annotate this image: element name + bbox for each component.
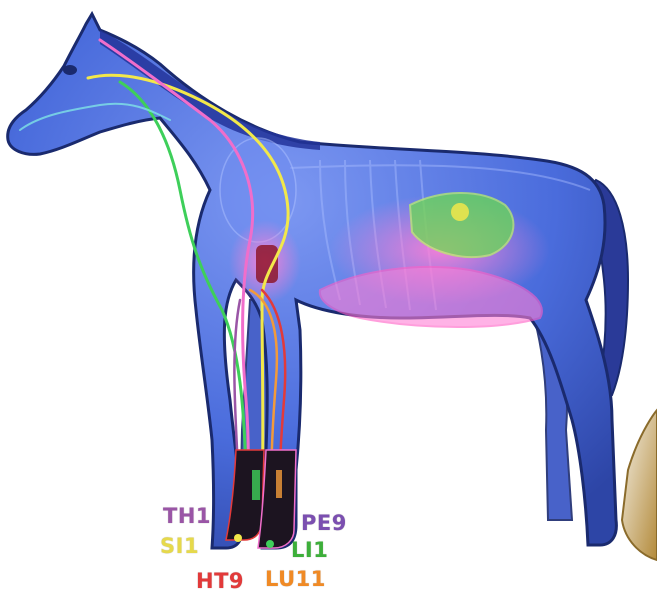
label-lu11: LU11: [265, 567, 326, 591]
label-si1: SI1: [160, 534, 199, 558]
label-th1: TH1: [163, 504, 211, 528]
horse-eye: [63, 65, 77, 75]
label-li1: LI1: [291, 538, 328, 562]
front-lower-legs: [226, 450, 296, 548]
hoof-model-object: [622, 410, 657, 560]
label-pe9: PE9: [301, 511, 347, 535]
label-ht9: HT9: [196, 569, 244, 593]
